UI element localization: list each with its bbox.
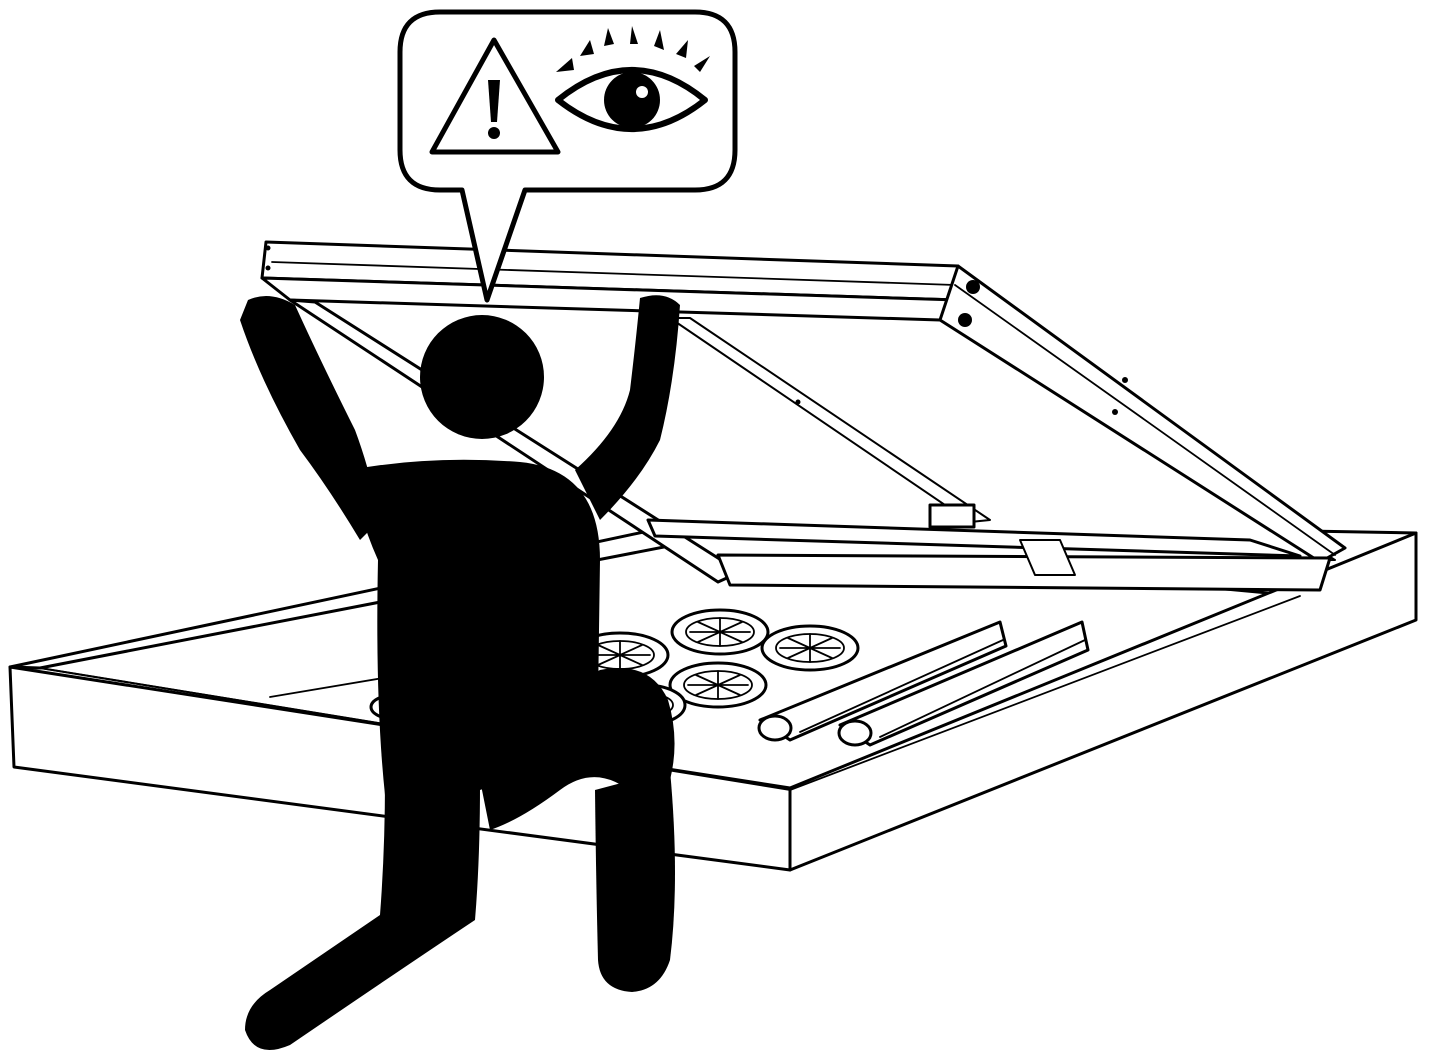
- person-head: [420, 315, 544, 439]
- wheel: [762, 626, 858, 670]
- person-left-leg: [245, 780, 480, 1050]
- lid-front-rail: [718, 555, 1330, 590]
- hinge-bracket: [930, 505, 974, 527]
- person-right-shin: [595, 770, 675, 992]
- wheel: [672, 610, 768, 654]
